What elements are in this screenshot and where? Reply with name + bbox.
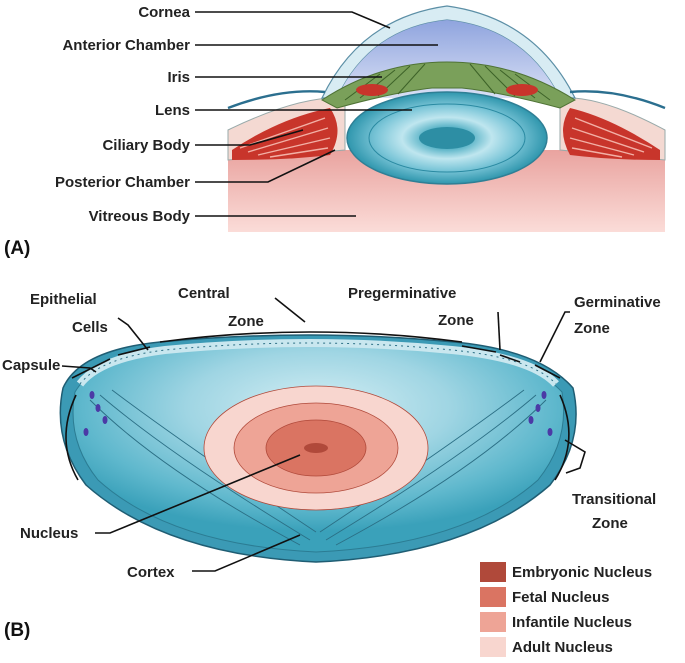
label-ciliary-body: Ciliary Body bbox=[102, 137, 190, 154]
legend-label-adult: Adult Nucleus bbox=[512, 639, 613, 656]
ciliary-body-right bbox=[563, 108, 660, 160]
panel-b: Epithelial Cells Central Zone Pregermina… bbox=[2, 285, 661, 657]
legend: Embryonic Nucleus Fetal Nucleus Infantil… bbox=[480, 562, 652, 657]
legend-label-embryonic: Embryonic Nucleus bbox=[512, 564, 652, 581]
label-posterior-chamber: Posterior Chamber bbox=[55, 174, 190, 191]
label-epithelial-line1: Epithelial bbox=[30, 291, 97, 308]
label-pregerminative-line1: Pregerminative bbox=[348, 285, 456, 302]
embryonic-nucleus-ring bbox=[304, 443, 328, 453]
label-pregerminative-line2: Zone bbox=[438, 312, 474, 329]
panel-b-label: (B) bbox=[4, 620, 30, 641]
label-central-line2: Zone bbox=[228, 313, 264, 330]
vitreous-body-shape bbox=[228, 150, 665, 232]
legend-swatch-infantile bbox=[480, 612, 506, 632]
label-iris: Iris bbox=[167, 69, 190, 86]
label-germinative-line2: Zone bbox=[574, 320, 610, 337]
label-capsule: Capsule bbox=[2, 357, 60, 374]
label-nucleus: Nucleus bbox=[20, 525, 78, 542]
legend-label-infantile: Infantile Nucleus bbox=[512, 614, 632, 631]
panel-a: Cornea Anterior Chamber Iris Lens Ciliar… bbox=[4, 4, 666, 259]
legend-label-fetal: Fetal Nucleus bbox=[512, 589, 610, 606]
label-cortex: Cortex bbox=[127, 564, 175, 581]
label-germinative-line1: Germinative bbox=[574, 294, 661, 311]
label-anterior-chamber: Anterior Chamber bbox=[62, 37, 190, 54]
label-cornea: Cornea bbox=[138, 4, 190, 21]
iris-shape bbox=[321, 61, 576, 109]
label-transitional-line1: Transitional bbox=[572, 491, 656, 508]
ciliary-body-left bbox=[232, 108, 338, 160]
legend-swatch-fetal bbox=[480, 587, 506, 607]
label-lens: Lens bbox=[155, 102, 190, 119]
label-vitreous-body: Vitreous Body bbox=[89, 208, 191, 225]
legend-swatch-embryonic bbox=[480, 562, 506, 582]
panel-a-label: (A) bbox=[4, 238, 30, 259]
label-transitional-line2: Zone bbox=[592, 515, 628, 532]
label-central-line1: Central bbox=[178, 285, 230, 302]
label-epithelial-line2: Cells bbox=[72, 319, 108, 336]
legend-swatch-adult bbox=[480, 637, 506, 657]
